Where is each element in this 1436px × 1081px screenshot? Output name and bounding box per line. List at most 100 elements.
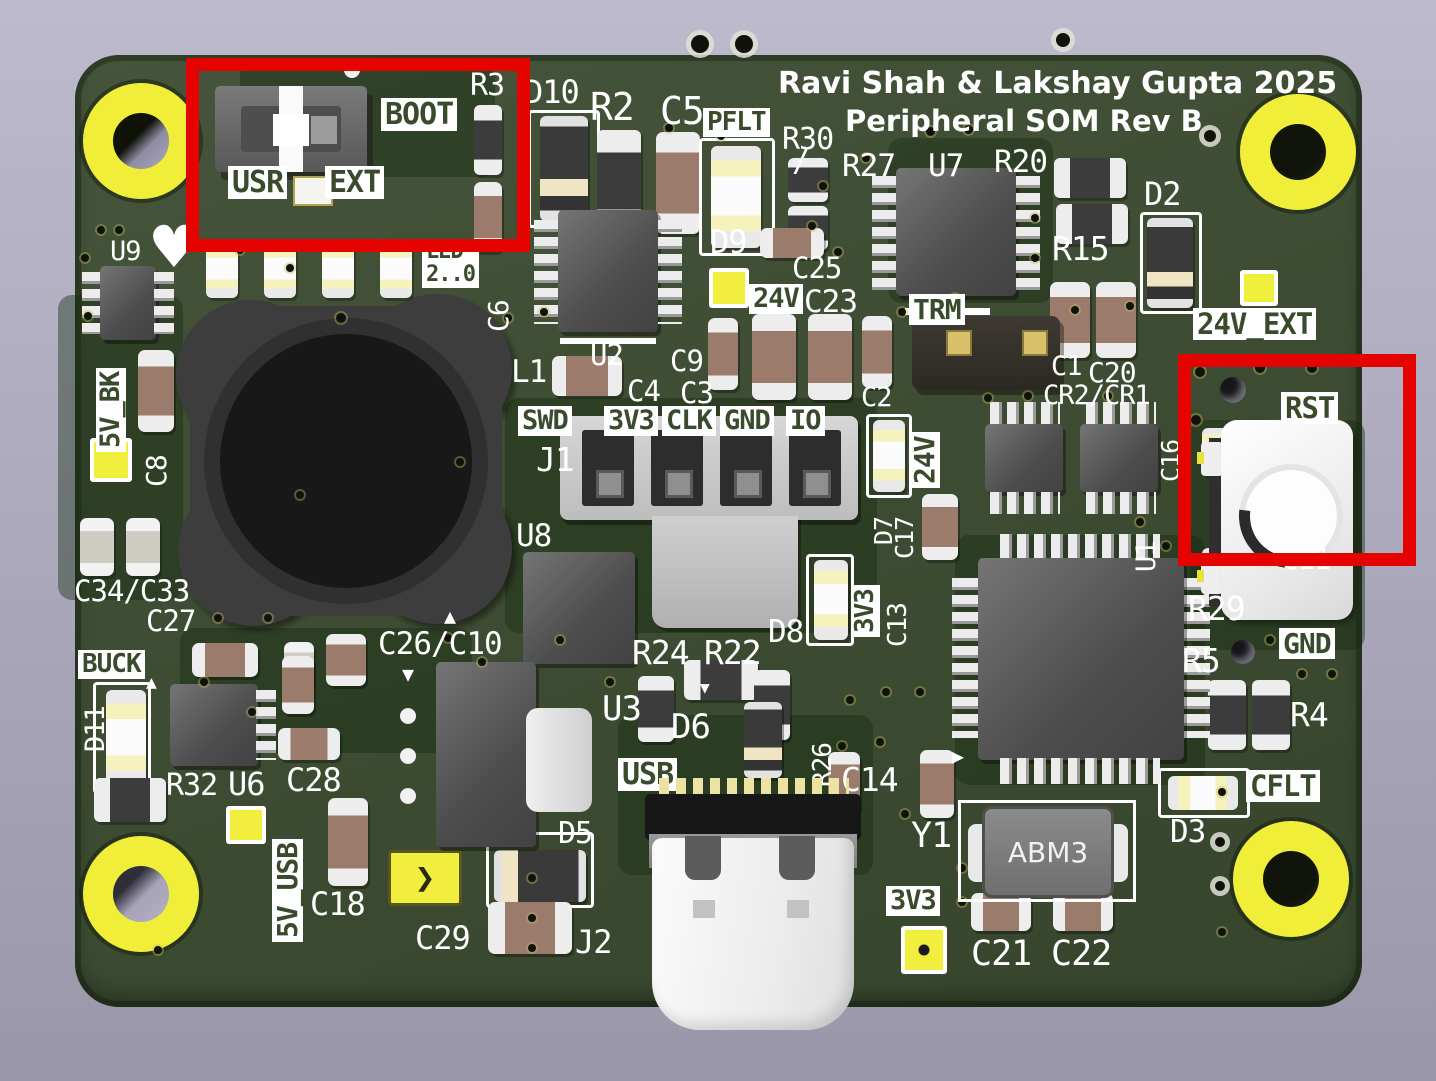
silk-label--: ▲	[444, 604, 456, 628]
silk-label-3v3: 3V3	[604, 406, 658, 437]
via	[286, 264, 294, 272]
connector-pin	[596, 470, 624, 498]
silk-label-c6: C6	[482, 300, 515, 332]
via	[1255, 363, 1265, 373]
silk-label--: ▲	[146, 672, 157, 693]
via	[838, 742, 846, 750]
component-pinrow-v	[154, 272, 174, 334]
silk-label-c4: C4	[627, 374, 661, 408]
mounting-hole-bottom-left	[83, 836, 199, 952]
usb-inner-contact	[693, 900, 715, 918]
via	[958, 864, 966, 872]
silk-label-c18: C18	[310, 885, 366, 923]
via	[456, 458, 464, 466]
silk-label-clk: CLK	[662, 406, 716, 437]
via	[691, 35, 709, 53]
component-goldpad	[1022, 330, 1048, 356]
usb-c-connector	[645, 778, 865, 1052]
via	[1191, 415, 1201, 425]
via	[528, 944, 536, 952]
component-led-v	[814, 560, 848, 640]
component-diode-v	[1147, 218, 1193, 308]
via	[540, 308, 548, 316]
via	[958, 898, 966, 906]
silk-label-io: IO	[786, 406, 825, 437]
silk-label-r32: R32	[166, 768, 218, 803]
swd-debug-connector	[560, 416, 860, 628]
component-led-v	[873, 420, 905, 492]
component-pinrow-h	[1000, 534, 1160, 560]
component-capw-v	[80, 518, 114, 576]
component-pinrow-v	[534, 220, 558, 324]
component-diode-h	[494, 850, 586, 902]
usb-shell	[652, 838, 854, 1030]
silk-label-c20: C20	[1088, 356, 1137, 389]
silk-label-c34-c33: C34/C33	[74, 574, 190, 608]
drill-hole	[1231, 640, 1255, 664]
via	[115, 226, 123, 234]
via	[925, 126, 935, 136]
via	[1071, 306, 1079, 314]
via	[1215, 837, 1225, 847]
silk-label--: ▼	[402, 662, 414, 686]
component-res-v	[474, 105, 502, 175]
board-title-revision: Peripheral SOM Rev B	[845, 104, 1203, 138]
via	[478, 658, 486, 666]
silk-label-l1: L1	[511, 354, 547, 390]
via	[97, 226, 105, 234]
reset-button[interactable]	[1197, 420, 1364, 625]
silk-label-boot: BOOT	[381, 98, 458, 132]
mounting-hole-top-right	[1240, 94, 1356, 210]
silk-label-c26-c10: C26/C10	[378, 626, 503, 662]
component-res-h	[1056, 204, 1128, 244]
via	[1328, 670, 1336, 678]
silk-outline	[958, 800, 1136, 902]
component-chip	[985, 424, 1063, 492]
via	[963, 124, 973, 134]
via	[1104, 392, 1112, 400]
silk-label-c3: C3	[680, 376, 714, 410]
via	[846, 696, 854, 704]
connector-pin-slot	[789, 430, 841, 506]
button-pad	[1201, 560, 1223, 594]
component-cap-v	[922, 494, 958, 560]
via	[1215, 881, 1225, 891]
silk-label-r29: R29	[1188, 589, 1246, 628]
crystal-oscillator: ABM3	[958, 798, 1138, 906]
component-res-h	[94, 778, 166, 822]
silk-label-y1: Y1	[911, 816, 952, 856]
via	[898, 308, 906, 316]
silk-label-r22: R22	[704, 633, 762, 672]
via	[901, 810, 909, 818]
via	[1024, 392, 1032, 400]
via	[1298, 670, 1306, 678]
boot-slide-switch[interactable]	[215, 80, 385, 206]
silk-label-swd: SWD	[518, 406, 572, 437]
component-pinrow-v	[1016, 176, 1040, 290]
switch-knob-shadow	[311, 116, 337, 144]
silk-label-r3: R3	[470, 68, 505, 103]
silk-label-5v-usb: 5V_USB	[271, 838, 304, 942]
component-cap-v	[920, 750, 954, 818]
component-capw-v	[126, 518, 160, 576]
component-ledsq	[226, 806, 266, 844]
via	[862, 154, 870, 162]
component-cap-v	[282, 656, 314, 714]
via	[735, 35, 753, 53]
silk-label-c25: C25	[792, 251, 842, 285]
component-res-h	[684, 660, 758, 700]
crystal-marking: ABM3	[1007, 835, 1089, 869]
silk-label-r30: R30	[782, 122, 834, 157]
power-inductor	[176, 294, 516, 628]
silk-label-pflt: PFLT	[703, 108, 770, 138]
silk-label-j2: J2	[575, 923, 613, 961]
component-cap-v	[1096, 282, 1136, 358]
component-cap-v	[656, 132, 700, 234]
via	[882, 688, 890, 696]
via	[876, 738, 884, 746]
component-cap-v	[708, 318, 738, 390]
crystal-body: ABM3	[982, 806, 1114, 898]
usb-rear-block	[645, 794, 861, 840]
component-chip	[436, 662, 536, 847]
